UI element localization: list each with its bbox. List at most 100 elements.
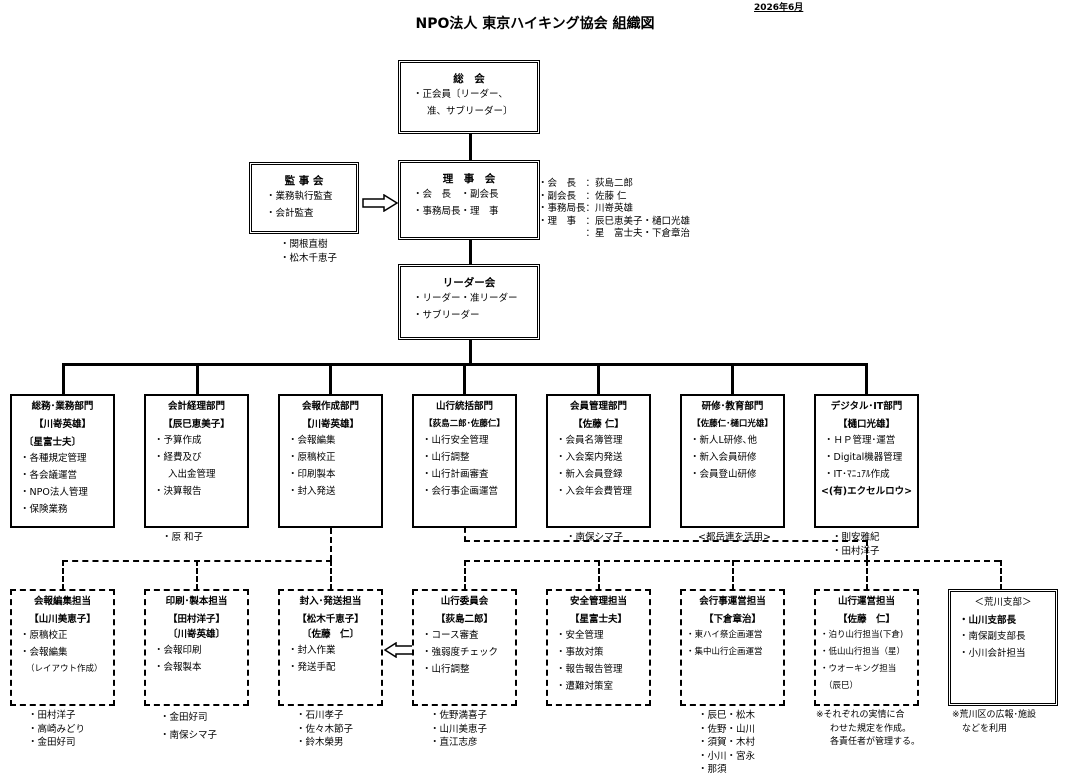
dept-line: ・各会議運営 xyxy=(20,470,78,481)
dept-drop-1 xyxy=(62,363,65,395)
section-line: ・小川会計担当 xyxy=(959,648,1026,659)
general-line: 准、サブリーダー〕 xyxy=(427,106,513,117)
dept-line: ・会報編集 xyxy=(288,435,336,446)
section-line: ・低山山行担当（星） xyxy=(820,647,906,657)
dept-line: ・印刷製本 xyxy=(288,469,336,480)
leader-council-box: リーダー会 ・リーダー・准リーダー ・サブリーダー xyxy=(398,264,540,340)
dashed-sec-drop-1 xyxy=(62,560,64,590)
dept-line: ・保険業務 xyxy=(20,504,68,515)
dept-box-hiking: 山行統括部門 【荻島二郎･佐藤仁】 ・山行安全管理 ・山行調整 ・山行計画審査 … xyxy=(412,394,517,528)
section-box-hiking-committee: 山行委員会 【荻島二郎】 ・コース審査 ・強弱度チェック ・山行調整 xyxy=(412,589,517,706)
section-title: 山行委員会 xyxy=(440,596,489,607)
dept-note: <都岳連を活用> xyxy=(698,532,771,543)
dept-head: 【荻島二郎･佐藤仁】 xyxy=(424,419,505,429)
section-line: ・南保副支部長 xyxy=(959,631,1026,642)
section-line: ・会報印刷 xyxy=(154,645,202,656)
dept-head: 【樋口光雄】 xyxy=(837,419,895,430)
board-members: ・会 長 ：荻島二郎 ・副会長 ：佐藤 仁 ・事務局長：川嵜英雄 ・理 事 ：辰… xyxy=(538,178,690,241)
section-line: ・会報編集 xyxy=(20,647,68,658)
dept-line: ・経費及び xyxy=(154,452,202,463)
dept-title: 総務･業務部門 xyxy=(31,401,94,412)
dept-box-membership: 会員管理部門 【佐藤 仁】 ・会員名簿管理 ・入会案内発送 ・新入会員登録 ・入… xyxy=(546,394,651,528)
dept-line: ・入会年会費管理 xyxy=(556,486,633,497)
dashed-drop-kaiho xyxy=(330,528,332,561)
section-note: ・佐々木節子 xyxy=(296,723,354,735)
section-note: ・那須 xyxy=(698,764,727,775)
section-note: ・金田好司 xyxy=(28,737,76,748)
dept-drop-7 xyxy=(865,363,868,395)
section-line: ・安全管理 xyxy=(556,630,604,641)
section-box-editing: 会報編集担当 【山川美恵子】 ・原稿校正 ・会報編集 （レイアウト作成） xyxy=(10,589,115,706)
section-line: ・ウオーキング担当 xyxy=(820,664,897,674)
section-sub-head: 〔川嵜英雄〕 xyxy=(167,629,225,640)
section-line: ・集中山行企画運営 xyxy=(686,647,763,657)
section-note: ・佐野満喜子 xyxy=(430,710,488,721)
section-title: ＜荒川支部＞ xyxy=(974,597,1032,608)
arrow-right-icon xyxy=(362,194,398,212)
dept-note: ・則安雅紀 xyxy=(832,532,880,543)
date-label: 2026年6月 xyxy=(754,3,804,13)
section-sub-head: 〔佐藤 仁〕 xyxy=(301,629,359,640)
section-line: ・原稿校正 xyxy=(20,630,68,641)
section-box-events: 会行事運営担当 【下倉章治】 ・東ハイ祭企画運営 ・集中山行企画運営 xyxy=(680,589,785,706)
dept-note: ・原 和子 xyxy=(162,532,204,543)
dept-line: ・新入会員研修 xyxy=(690,452,757,463)
dept-line: ・新人L研修､他 xyxy=(690,435,758,446)
dept-note: ・南保シマ子 xyxy=(566,532,624,543)
dept-head: 【佐藤仁･樋口光雄】 xyxy=(692,419,773,429)
section-line: ・事故対策 xyxy=(556,647,604,658)
section-note: ・山川美恵子 xyxy=(430,723,488,735)
section-note: ※荒川区の広報･施設 xyxy=(952,710,1037,720)
section-title: 会行事運営担当 xyxy=(699,596,766,607)
dept-drop-4 xyxy=(463,363,466,395)
dept-box-general-affairs: 総務･業務部門 【川嵜英雄】 〔星富士夫〕 ・各種規定管理 ・各会議運営 ・NP… xyxy=(10,394,115,528)
section-head: 【星富士夫】 xyxy=(569,614,627,625)
connector-general-board xyxy=(469,133,472,160)
section-line: ・封入作業 xyxy=(288,645,336,656)
section-line: ・強弱度チェック xyxy=(422,647,499,658)
section-notes-editing: ・田村洋子 ・高崎みどり ・金田好司 xyxy=(28,709,85,750)
section-note: 各責任者が管理する。 xyxy=(830,737,921,747)
section-box-mailing: 封入･発送担当 【松木千恵子】 〔佐藤 仁〕 ・封入作業 ・発送手配 xyxy=(278,589,383,706)
dept-line: ・山行安全管理 xyxy=(422,435,489,446)
dept-line: ・IT･ﾏﾆｭｱﾙ作成 xyxy=(824,469,890,480)
dept-box-training: 研修･教育部門 【佐藤仁･樋口光雄】 ・新人L研修､他 ・新入会員研修 ・会員登… xyxy=(680,394,785,528)
section-line: ・東ハイ祭企画運営 xyxy=(686,630,763,640)
board-member: ・副会長 ：佐藤 仁 xyxy=(538,190,627,202)
general-assembly-box: 総 会 ・正会員〔リーダー、 准、サブリーダー〕 xyxy=(398,60,540,134)
dept-drop-2 xyxy=(196,363,199,395)
dept-head: 【佐藤 仁】 xyxy=(573,419,624,430)
dashed-sec-drop-5 xyxy=(598,560,600,590)
section-line: ・発送手配 xyxy=(288,662,336,673)
audit-members: ・関根直樹 ・松木千恵子 xyxy=(280,238,337,265)
section-notes-events: ・辰巳・松木 ・佐野・山川 ・須賀・木村 ・小川・宮永 ・那須 xyxy=(698,709,755,777)
dept-note: ・田村洋子 xyxy=(832,545,880,557)
dept-head: 【川嵜英雄】 xyxy=(301,419,359,430)
audit-member: ・関根直樹 xyxy=(280,239,328,250)
leader-council-title: リーダー会 xyxy=(442,277,496,289)
section-line: （レイアウト作成） xyxy=(26,664,103,674)
section-note: ・高崎みどり xyxy=(28,723,86,735)
dept-drop-5 xyxy=(597,363,600,395)
section-note: ・鈴木榮男 xyxy=(296,737,344,748)
audit-board-title: 監 事 会 xyxy=(284,175,324,187)
dept-line: ・予算作成 xyxy=(154,435,202,446)
dept-sub-head: 〔星富士夫〕 xyxy=(24,437,82,448)
section-notes-hike-operations: ※それぞれの実情に合 わせた規定を作成。 各責任者が管理する。 xyxy=(816,709,920,750)
section-line: （辰巳） xyxy=(824,681,859,691)
chart-title: NPO法人 東京ハイキング協会 組織図 xyxy=(415,16,655,32)
dashed-sec-drop-7 xyxy=(866,560,868,590)
arrow-left-icon xyxy=(384,642,414,658)
dept-head: 【辰巳恵美子】 xyxy=(163,419,230,430)
section-line: ・遭難対策室 xyxy=(556,681,614,692)
dept-title: 会員管理部門 xyxy=(569,401,627,412)
section-notes-arakawa-branch: ※荒川区の広報･施設 などを利用 xyxy=(952,709,1036,736)
section-line: ・会報製本 xyxy=(154,662,202,673)
section-notes-hiking-committee: ・佐野満喜子 ・山川美恵子 ・直江志彦 xyxy=(430,709,487,750)
dept-title: 研修･教育部門 xyxy=(701,401,764,412)
connector-leader-bus xyxy=(469,339,472,364)
dept-title: 会計経理部門 xyxy=(167,401,225,412)
dept-line: ・入会案内発送 xyxy=(556,452,623,463)
board-title: 理 事 会 xyxy=(442,173,496,185)
dept-line: ・封入発送 xyxy=(288,486,336,497)
